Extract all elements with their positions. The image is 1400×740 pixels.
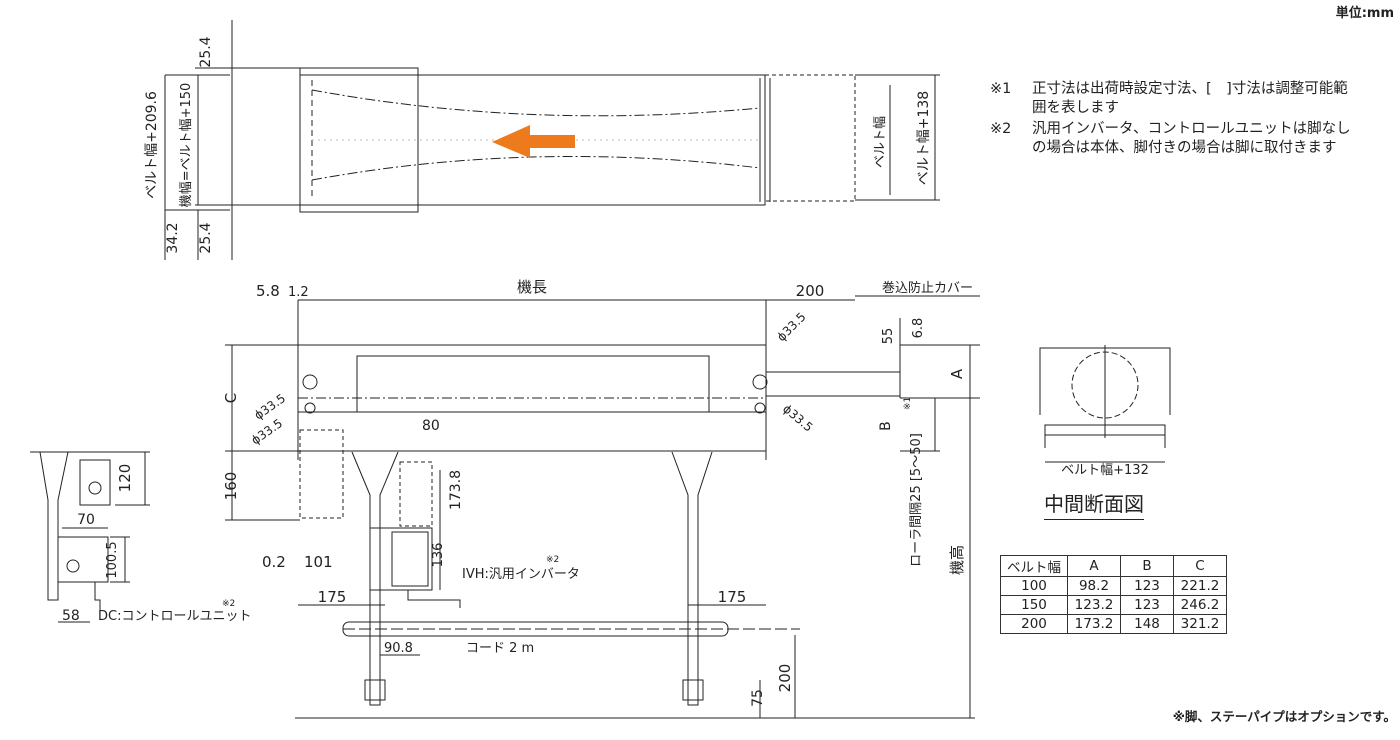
cord-label: コード 2 m xyxy=(466,641,534,656)
direction-arrow-icon xyxy=(492,125,575,158)
roller-pitch: ローラ間隔25 [5〜50] xyxy=(909,433,924,567)
spec-table: ベルト幅 A B C 100 98.2 123 221.2 150 123.2 … xyxy=(1000,555,1227,634)
dim-55: 55 xyxy=(881,328,896,345)
unit-label: 単位:mm xyxy=(1335,6,1394,21)
dim-b: B xyxy=(878,421,894,431)
top-cover-right xyxy=(764,74,856,202)
note-mark: ※1 xyxy=(990,81,1012,97)
table-row: 150 123.2 123 246.2 xyxy=(1000,595,1227,615)
table-cell: 100 xyxy=(1000,576,1068,596)
table-cell: 246.2 xyxy=(1173,595,1227,615)
dim-200-top: 200 xyxy=(796,282,825,300)
roller-mark: ※1 xyxy=(903,397,913,410)
dim-bottom-b: 25.4 xyxy=(198,222,214,253)
phi-label-3: ϕ33.5 xyxy=(774,310,808,344)
dim-a: A xyxy=(948,368,966,379)
table-header-cell: ベルト幅 xyxy=(1000,555,1068,577)
cover-label: 巻込防止カバー xyxy=(882,280,973,296)
notes: ※1 正寸法は出荷時設定寸法、[ ]寸法は調整可能範囲を表します ※2 汎用イン… xyxy=(990,80,1362,160)
ivh-label: IVH:汎用インバータ xyxy=(462,567,580,582)
phi-label-2: ϕ33.5 xyxy=(249,416,285,447)
dim-belt-plus-138: ベルト幅+138 xyxy=(916,91,932,185)
table-header-cell: B xyxy=(1120,555,1174,577)
phi-label-1: ϕ33.5 xyxy=(252,391,288,422)
dim-70: 70 xyxy=(77,512,95,528)
table-header-cell: A xyxy=(1067,555,1121,577)
table-cell: 98.2 xyxy=(1067,576,1121,596)
dim-c: C xyxy=(222,393,240,403)
table-row: 200 173.2 148 321.2 xyxy=(1000,614,1227,634)
dim-173-8: 173.8 xyxy=(448,470,464,510)
table-cell: 123 xyxy=(1120,576,1174,596)
dim-100-5: 100.5 xyxy=(105,541,120,578)
footer-note: ※脚、ステーパイプはオプションです。 xyxy=(1172,709,1396,724)
dim-0-2: 0.2 xyxy=(262,553,286,571)
dim-5-8: 5.8 xyxy=(256,282,280,300)
table-cell: 123 xyxy=(1120,595,1174,615)
dim-1-2: 1.2 xyxy=(288,285,309,300)
dim-136: 136 xyxy=(431,543,446,568)
note-text: 汎用インバータ、コントロールユニットは脚なしの場合は本体、脚付きの場合は脚に取付… xyxy=(1032,121,1351,156)
dim-6-8: 6.8 xyxy=(911,318,926,339)
front-window xyxy=(356,355,710,413)
dim-200-bottom: 200 xyxy=(776,664,794,693)
dim-160: 160 xyxy=(222,472,240,501)
dim-75: 75 xyxy=(750,689,766,707)
dim-belt-plus-132: ベルト幅+132 xyxy=(1061,463,1149,478)
dim-belt-width: ベルト幅 xyxy=(873,116,888,168)
machine-height: 機高 xyxy=(948,545,966,575)
dim-58: 58 xyxy=(62,608,80,624)
ivh-mark: ※2 xyxy=(546,555,559,565)
table-header-row: ベルト幅 A B C xyxy=(1000,555,1227,577)
top-end-cover-left xyxy=(299,67,419,213)
table-cell: 221.2 xyxy=(1173,576,1227,596)
dim-175-left: 175 xyxy=(318,588,347,606)
dim-90-8: 90.8 xyxy=(384,641,413,656)
dim-175-right: 175 xyxy=(718,588,747,606)
section-view xyxy=(1039,345,1171,463)
note-text: 正寸法は出荷時設定寸法、[ ]寸法は調整可能範囲を表します xyxy=(1032,81,1348,116)
dim-top-view-upper: 25.4 xyxy=(198,36,214,67)
top-view xyxy=(164,20,940,260)
dim-machine-width: 機幅=ベルト幅+150 xyxy=(179,83,194,208)
dim-80: 80 xyxy=(422,418,440,434)
dc-label: DC:コントロールユニット xyxy=(98,609,251,624)
note-1: ※1 正寸法は出荷時設定寸法、[ ]寸法は調整可能範囲を表します xyxy=(990,80,1362,118)
phi-label-4: ϕ33.5 xyxy=(780,402,816,435)
table-cell: 173.2 xyxy=(1067,614,1121,634)
dim-120: 120 xyxy=(116,464,134,493)
left-detail xyxy=(30,451,150,623)
machine-length: 機長 xyxy=(517,278,547,296)
dim-bottom-a: 34.2 xyxy=(165,222,181,253)
table-header-cell: C xyxy=(1173,555,1227,577)
note-2: ※2 汎用インバータ、コントロールユニットは脚なしの場合は本体、脚付きの場合は脚… xyxy=(990,120,1362,158)
front-view xyxy=(225,295,980,719)
table-cell: 148 xyxy=(1120,614,1174,634)
dim-101: 101 xyxy=(304,553,333,571)
dc-mark: ※2 xyxy=(222,599,235,609)
table-cell: 200 xyxy=(1000,614,1068,634)
table-cell: 123.2 xyxy=(1067,595,1121,615)
table-row: 100 98.2 123 221.2 xyxy=(1000,576,1227,596)
table-cell: 150 xyxy=(1000,595,1068,615)
note-mark: ※2 xyxy=(990,121,1012,137)
table-cell: 321.2 xyxy=(1173,614,1227,634)
dim-belt-plus-209: ベルト幅+209.6 xyxy=(144,91,160,199)
section-title: 中間断面図 xyxy=(1044,488,1144,520)
